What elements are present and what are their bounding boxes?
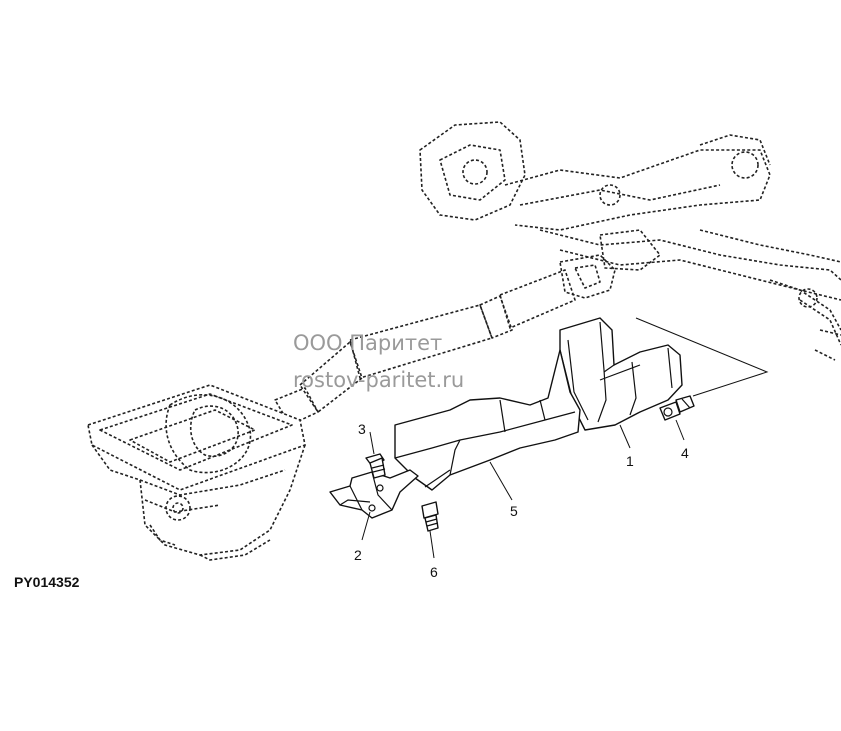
front-axle-ghost [87, 384, 306, 561]
rear-axle-ghost [419, 121, 841, 361]
shield-main [559, 317, 683, 431]
callout-5: 5 [510, 503, 518, 519]
callout-4: 4 [681, 445, 689, 461]
right-bolt [659, 395, 695, 421]
callout-labels: 1 2 3 4 5 6 [354, 421, 689, 580]
shield-front [394, 349, 581, 491]
watermark-company: ООО Паритет [293, 331, 442, 355]
callout-6: 6 [430, 564, 438, 580]
upper-bolt [365, 453, 386, 479]
watermark-website: rostov-paritet.ru [293, 368, 464, 392]
callout-2: 2 [354, 547, 362, 563]
callout-3: 3 [358, 421, 366, 437]
callout-leaders [361, 419, 685, 559]
callout-1: 1 [626, 453, 634, 469]
reference-lines [635, 317, 769, 397]
figure-code: PY014352 [14, 574, 80, 590]
bracket [329, 469, 419, 519]
lower-bolt [421, 501, 439, 532]
